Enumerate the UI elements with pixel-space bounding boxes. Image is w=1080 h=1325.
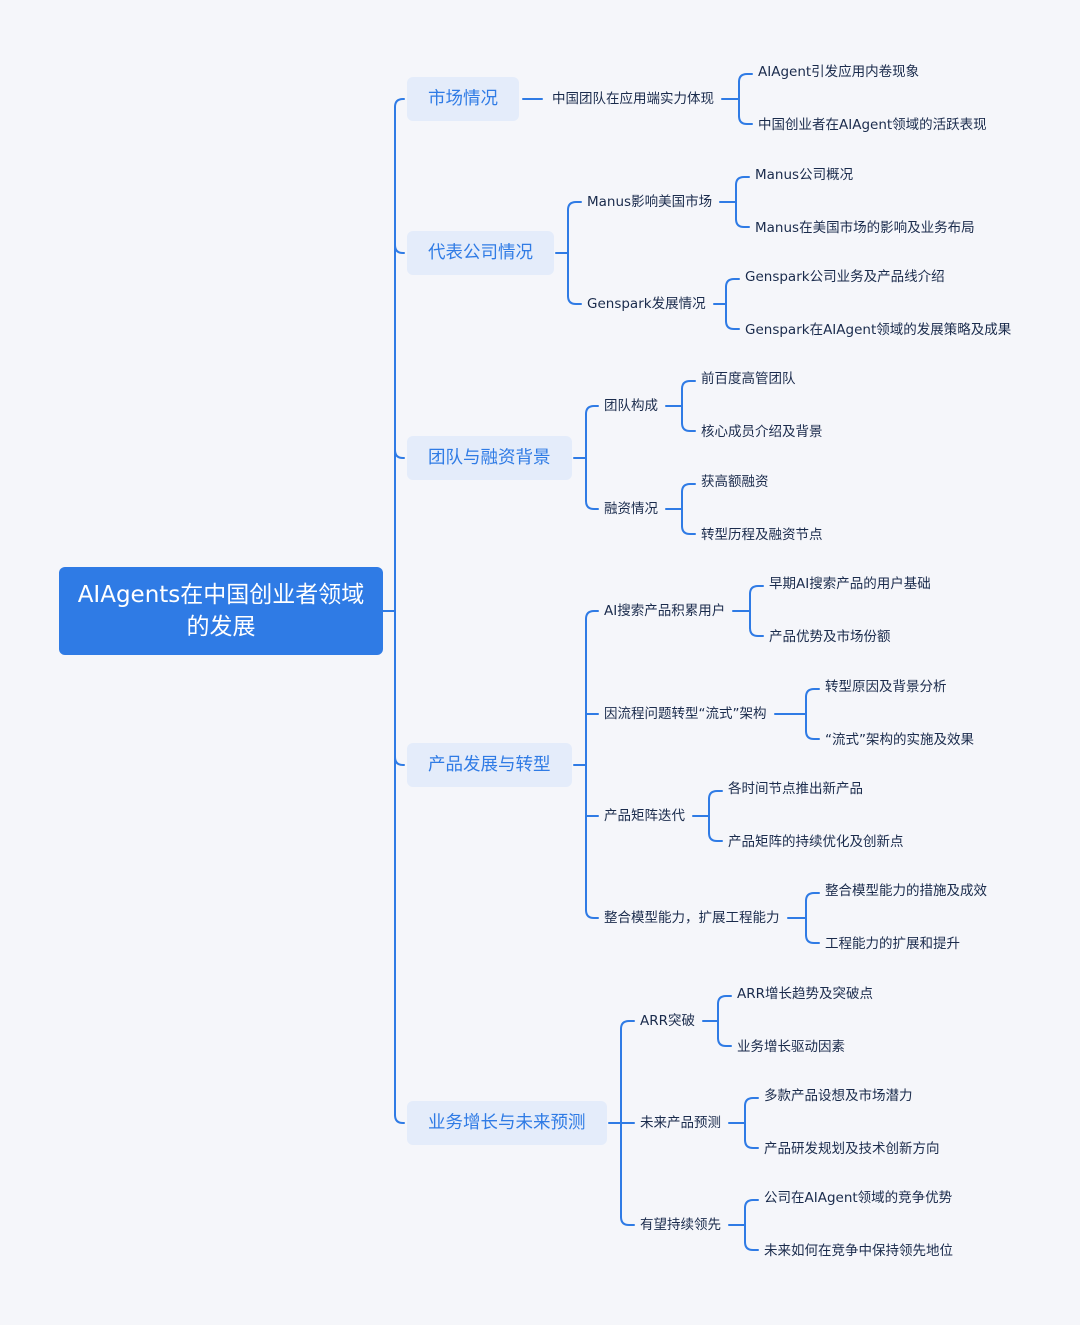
leaf-topic[interactable]: 获高额融资 [701,473,769,490]
leaf-topic[interactable]: 多款产品设想及市场潜力 [764,1087,913,1104]
branch-connector [585,405,599,415]
leaf-bracket [749,627,764,637]
leaf-bracket [681,483,696,493]
subtopic[interactable]: ARR突破 [640,1013,695,1029]
leaf-topic[interactable]: 早期AI搜索产品的用户基础 [769,575,931,592]
leaf-bracket [805,730,820,740]
leaf-topic[interactable]: 中国创业者在AIAgent领域的活跃表现 [758,116,987,133]
branch-connector [585,909,599,919]
leaf-bracket [717,1037,732,1047]
leaf-bracket [708,790,723,800]
branch-topic-growth-forecast[interactable]: 业务增长与未来预测 [407,1101,607,1145]
leaf-bracket [749,585,764,595]
leaf-topic[interactable]: 整合模型能力的措施及成效 [825,882,987,899]
branch-topic-product[interactable]: 产品发展与转型 [407,743,572,787]
leaf-topic[interactable]: 前百度高管团队 [701,370,796,387]
branch-connector [620,1216,635,1226]
root-topic[interactable]: AIAgents在中国创业者领域的发展 [59,567,383,655]
leaf-bracket [744,1139,759,1149]
leaf-bracket [805,688,820,698]
leaf-topic[interactable]: “流式”架构的实施及效果 [825,731,974,748]
leaf-topic[interactable]: 业务增长驱动因素 [737,1038,845,1055]
leaf-topic[interactable]: 转型历程及融资节点 [701,526,823,543]
leaf-topic[interactable]: ARR增长趋势及突破点 [737,985,873,1002]
root-topic-label: AIAgents在中国创业者领域的发展 [77,582,365,640]
leaf-bracket [708,832,723,842]
leaf-topic[interactable]: 产品矩阵的持续优化及创新点 [728,833,904,850]
leaf-bracket [744,1097,759,1107]
branch-connector [620,1020,635,1030]
branch-connector [585,610,599,620]
leaf-topic[interactable]: 公司在AIAgent领域的竞争优势 [764,1189,953,1206]
leaf-topic[interactable]: 工程能力的扩展和提升 [825,935,960,952]
leaf-bracket [744,1199,759,1209]
leaf-topic[interactable]: Genspark在AIAgent领域的发展策略及成果 [745,321,1012,338]
subtopic[interactable]: 融资情况 [604,501,658,517]
trunk-branch-connector [394,449,405,459]
leaf-bracket [805,934,820,944]
subtopic[interactable]: AI搜索产品积累用户 [604,603,726,619]
branch-topic-market[interactable]: 市场情况 [407,77,519,121]
trunk-branch-connector [394,756,405,766]
leaf-topic[interactable]: Manus公司概况 [755,166,854,183]
subtopic[interactable]: 因流程问题转型“流式”架构 [604,706,767,722]
subtopic[interactable]: 整合模型能力，扩展工程能力 [604,910,780,926]
leaf-bracket [717,995,732,1005]
subtopic[interactable]: Manus影响美国市场 [587,194,713,210]
leaf-bracket [681,380,696,390]
leaf-topic[interactable]: 产品优势及市场份额 [769,628,891,645]
branch-connector [567,201,582,211]
leaf-bracket [725,320,740,330]
leaf-bracket [744,1241,759,1251]
trunk-branch-connector [394,98,405,108]
leaf-bracket [725,278,740,288]
leaf-topic[interactable]: Genspark公司业务及产品线介绍 [745,268,945,285]
branch-topic-team-funding[interactable]: 团队与融资背景 [407,436,572,480]
subtopic[interactable]: Genspark发展情况 [587,296,706,312]
leaf-bracket [681,525,696,535]
subtopic[interactable]: 有望持续领先 [640,1217,721,1233]
leaf-bracket [735,218,750,228]
subtopic[interactable]: 中国团队在应用端实力体现 [552,91,714,107]
leaf-bracket [738,115,753,125]
leaf-topic[interactable]: Manus在美国市场的影响及业务布局 [755,219,975,236]
subtopic[interactable]: 团队构成 [604,398,658,414]
leaf-bracket [735,176,750,186]
leaf-topic[interactable]: 各时间节点推出新产品 [728,780,863,797]
leaf-bracket [805,892,820,902]
branch-connector [567,295,582,305]
leaf-topic[interactable]: 转型原因及背景分析 [825,678,947,695]
leaf-bracket [738,73,753,83]
leaf-topic[interactable]: AIAgent引发应用内卷现象 [758,63,920,80]
leaf-bracket [681,422,696,432]
subtopic[interactable]: 未来产品预测 [640,1115,721,1131]
branch-topic-companies[interactable]: 代表公司情况 [407,231,554,275]
leaf-topic[interactable]: 核心成员介绍及背景 [701,423,823,440]
subtopic[interactable]: 产品矩阵迭代 [604,808,685,824]
trunk-branch-connector [394,244,405,254]
leaf-topic[interactable]: 产品研发规划及技术创新方向 [764,1140,940,1157]
leaf-topic[interactable]: 未来如何在竞争中保持领先地位 [764,1242,953,1259]
branch-connector [585,500,599,510]
trunk-branch-connector [394,1114,405,1124]
